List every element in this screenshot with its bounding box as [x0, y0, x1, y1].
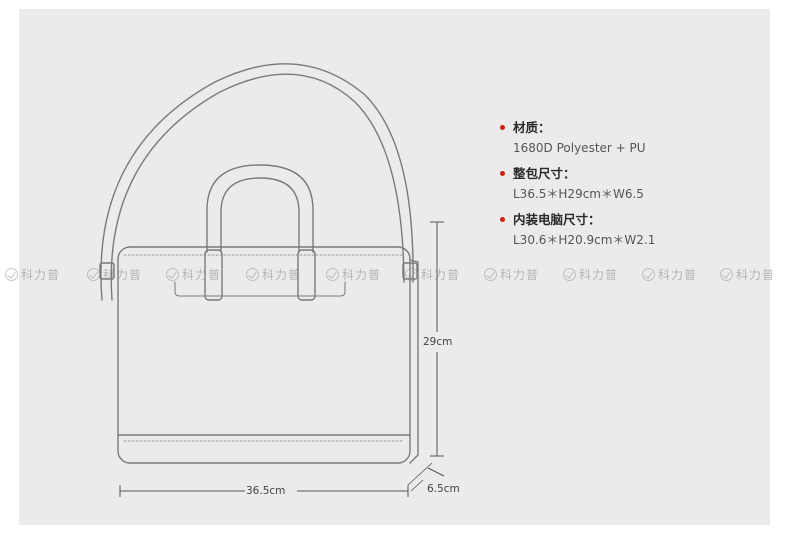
watermark-band: 科力普 科力普 科力普 科力普 科力普 科力普 科力普 科力普 科力普 科力普: [0, 263, 790, 285]
watermark-logo-icon: [5, 267, 18, 281]
bullet-dot: [500, 125, 505, 130]
spec-laptop-size: 内装电脑尺寸： L30.6＊H20.9cm＊W2.1: [498, 210, 768, 250]
watermark-logo-icon: [563, 267, 576, 281]
watermark-logo-icon: [484, 267, 497, 281]
watermark: 科力普: [5, 263, 60, 285]
spec-material: 材质： 1680D Polyester + PU: [498, 118, 768, 158]
spec-title: 整包尺寸：: [513, 166, 576, 181]
handle-inner: [220, 177, 300, 253]
spec-bag-size: 整包尺寸： L36.5＊H29cm＊W6.5: [498, 164, 768, 204]
watermark: 科力普: [246, 263, 301, 285]
watermark-logo-icon: [326, 267, 339, 281]
spec-title: 内装电脑尺寸：: [513, 212, 601, 227]
watermark: 科力普: [326, 263, 381, 285]
spec-value: 1680D Polyester + PU: [513, 141, 646, 155]
watermark: 科力普: [87, 263, 142, 285]
watermark: 科力普: [405, 263, 460, 285]
handle-tab-left: [204, 249, 223, 301]
spec-value: L36.5＊H29cm＊W6.5: [513, 187, 644, 201]
watermark: 科力普: [642, 263, 697, 285]
watermark: 科力普: [563, 263, 618, 285]
handle-tab-right: [297, 249, 316, 301]
bag-body: [117, 246, 411, 464]
spec-title: 材质：: [513, 120, 551, 135]
watermark-logo-icon: [166, 267, 179, 281]
handle-outer: [206, 164, 314, 253]
watermark: 科力普: [166, 263, 221, 285]
watermark-logo-icon: [246, 267, 259, 281]
watermark-logo-icon: [405, 267, 418, 281]
height-dimension-label: 29cm: [423, 336, 453, 348]
shoulder-strap-inner: [110, 73, 405, 301]
spec-list: 材质： 1680D Polyester + PU 整包尺寸： L36.5＊H29…: [498, 118, 768, 256]
watermark-logo-icon: [642, 267, 655, 281]
width-dimension-label: 36.5cm: [246, 485, 286, 497]
watermark-logo-icon: [720, 267, 733, 281]
depth-dim-line: [427, 467, 445, 477]
spec-value: L30.6＊H20.9cm＊W2.1: [513, 233, 656, 247]
watermark: 科力普: [720, 263, 775, 285]
bullet-dot: [500, 171, 505, 176]
bullet-dot: [500, 217, 505, 222]
depth-dimension-label: 6.5cm: [427, 483, 460, 495]
strap-clip-left: [99, 262, 115, 280]
watermark-logo-icon: [87, 267, 100, 281]
watermark: 科力普: [484, 263, 539, 285]
product-panel: [19, 9, 770, 525]
shoulder-strap-outer: [100, 63, 414, 301]
